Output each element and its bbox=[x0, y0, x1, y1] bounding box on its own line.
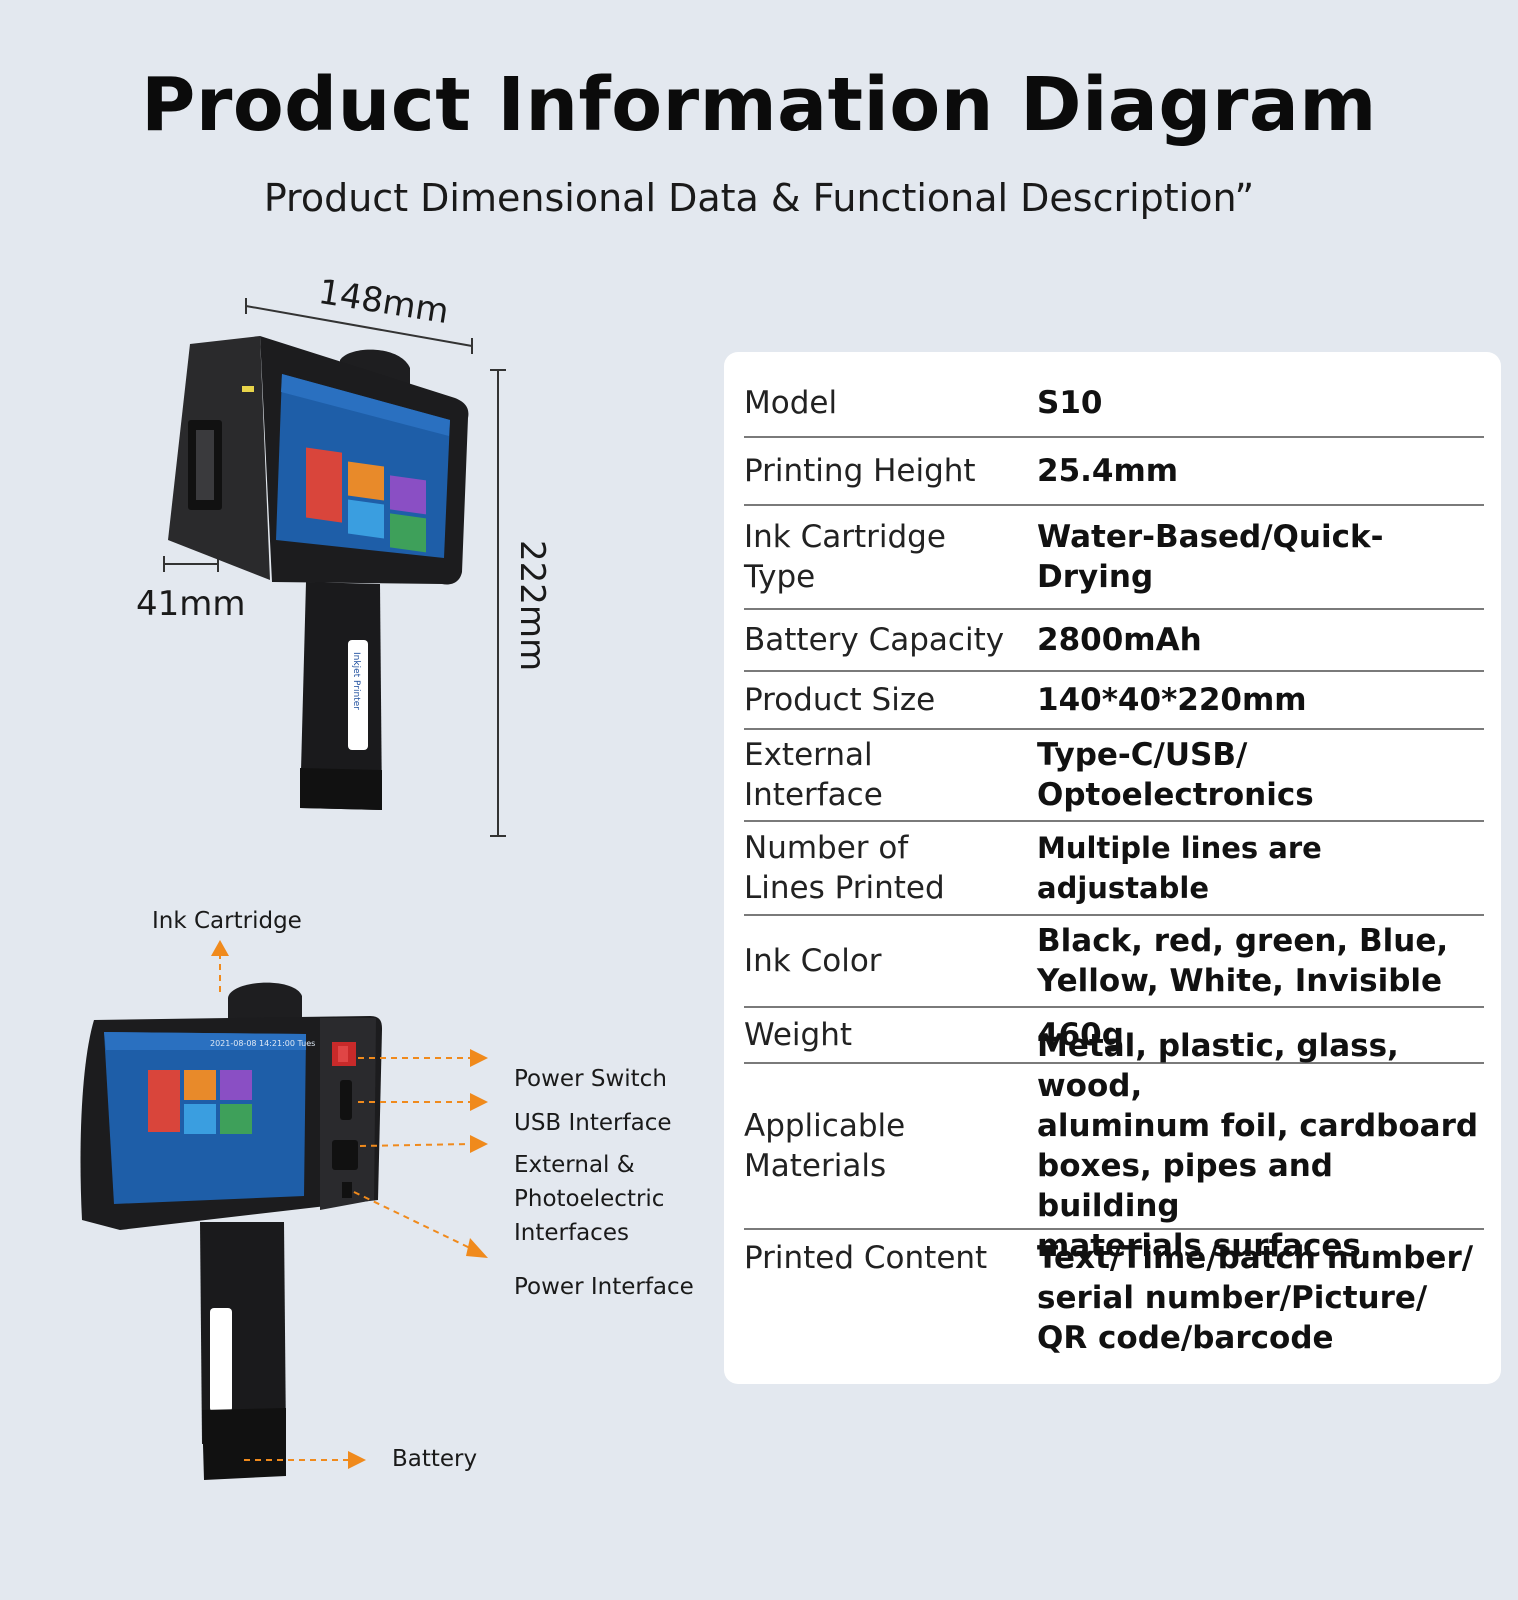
spec-value: Black, red, green, Blue,Yellow, White, I… bbox=[1037, 923, 1449, 999]
spec-row-weight: Weight 460g bbox=[744, 1008, 1484, 1064]
spec-table: Model S10 Printing Height 25.4mm Ink Car… bbox=[724, 352, 1501, 1384]
spec-value: S10 bbox=[1037, 385, 1103, 421]
spec-label: Printing Height bbox=[744, 453, 976, 489]
spec-label: Model bbox=[744, 385, 838, 421]
callout-power-interface: Power Interface bbox=[514, 1274, 694, 1300]
callout-external-interfaces: External & Photoelectric Interfaces bbox=[514, 1148, 664, 1250]
callout-usb-interface: USB Interface bbox=[514, 1110, 672, 1136]
callout-battery: Battery bbox=[392, 1446, 478, 1472]
spec-row-model: Model S10 bbox=[744, 370, 1484, 438]
spec-value: Type-C/USB/Optoelectronics bbox=[1037, 737, 1314, 813]
depth-dimension: 41mm bbox=[136, 584, 246, 624]
spec-row-product-size: Product Size 140*40*220mm bbox=[744, 672, 1484, 730]
spec-label: Ink Color bbox=[744, 943, 882, 979]
callout-ink-cartridge: Ink Cartridge bbox=[152, 908, 302, 934]
spec-row-printed-content: Printed Content Text/Time/batch number/s… bbox=[744, 1232, 1484, 1368]
callout-external-line-1: External & bbox=[514, 1152, 635, 1178]
page-subtitle: Product Dimensional Data & Functional De… bbox=[263, 176, 1255, 220]
spec-value: 460g bbox=[1037, 1017, 1124, 1053]
spec-value: 2800mAh bbox=[1037, 622, 1202, 658]
screen-time: 2021-08-08 14:21:00 Tues bbox=[210, 1039, 315, 1048]
spec-label: Product Size bbox=[744, 682, 936, 718]
spec-value: Water-Based/Quick-Drying bbox=[1037, 519, 1384, 595]
spec-value: 25.4mm bbox=[1037, 453, 1179, 489]
callout-external-line-3: Interfaces bbox=[514, 1220, 629, 1246]
spec-row-ink-color: Ink Color Black, red, green, Blue,Yellow… bbox=[744, 916, 1484, 1008]
spec-value: Text/Time/batch number/serial number/Pic… bbox=[1037, 1240, 1474, 1356]
bottom-device-illustration: 2021-08-08 14:21:00 Tues bbox=[80, 940, 488, 1480]
spec-label: Battery Capacity bbox=[744, 622, 1005, 658]
spec-label: Printed Content bbox=[744, 1240, 988, 1276]
spec-row-printing-height: Printing Height 25.4mm bbox=[744, 438, 1484, 506]
spec-value: Multiple lines are adjustable bbox=[1037, 831, 1322, 905]
spec-value: Metal, plastic, glass, wood,aluminum foi… bbox=[1037, 1028, 1479, 1264]
spec-label: Weight bbox=[744, 1017, 853, 1053]
page-title: Product Information Diagram bbox=[141, 62, 1377, 148]
spec-value: 140*40*220mm bbox=[1037, 682, 1307, 718]
height-dimension: 222mm bbox=[512, 540, 552, 672]
device-label: Inkjet Printer bbox=[351, 652, 361, 710]
callout-external-line-2: Photoelectric bbox=[514, 1186, 665, 1212]
top-device-illustration: Inkjet Printer bbox=[163, 298, 506, 837]
callout-power-switch: Power Switch bbox=[514, 1066, 667, 1092]
spec-row-battery-capacity: Battery Capacity 2800mAh bbox=[744, 610, 1484, 672]
